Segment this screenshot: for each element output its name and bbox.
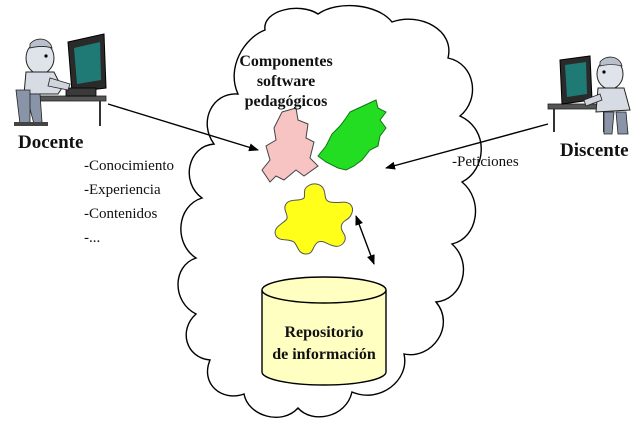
discente-label: Discente	[560, 140, 629, 161]
repository-label-line-2: de información	[272, 346, 376, 363]
docente-list-item: -Conocimiento	[84, 158, 174, 174]
repository-cylinder	[261, 276, 387, 386]
student-at-computer-icon	[547, 55, 631, 135]
cloud-title-line-2: software	[256, 73, 316, 90]
docente-list-item: -Experiencia	[84, 182, 161, 198]
repository-link-arrow	[355, 215, 375, 265]
yellow-puzzle-piece	[274, 183, 353, 255]
discente-list: -Peticiones	[452, 150, 519, 174]
green-puzzle-piece	[317, 99, 387, 171]
docente-list-item: -Contenidos	[84, 206, 158, 222]
teacher-at-computer-icon	[14, 33, 107, 126]
repository-label-line-1: Repositorio	[284, 324, 364, 341]
pink-puzzle-piece	[261, 107, 319, 183]
discente-arrow	[385, 123, 549, 170]
repository-label: Repositorio de información	[264, 322, 384, 366]
cloud-title-line-1: Componentes	[239, 53, 333, 70]
docente-list: -Conocimiento -Experiencia -Contenidos -…	[84, 154, 174, 250]
cloud-title: Componentes software pedagógicos	[236, 52, 336, 112]
discente-list-item: -Peticiones	[452, 154, 519, 170]
docente-label: Docente	[18, 132, 84, 153]
docente-list-item: -...	[84, 230, 101, 246]
cloud-title-line-3: pedagógicos	[244, 93, 328, 110]
docente-arrow	[107, 103, 259, 152]
